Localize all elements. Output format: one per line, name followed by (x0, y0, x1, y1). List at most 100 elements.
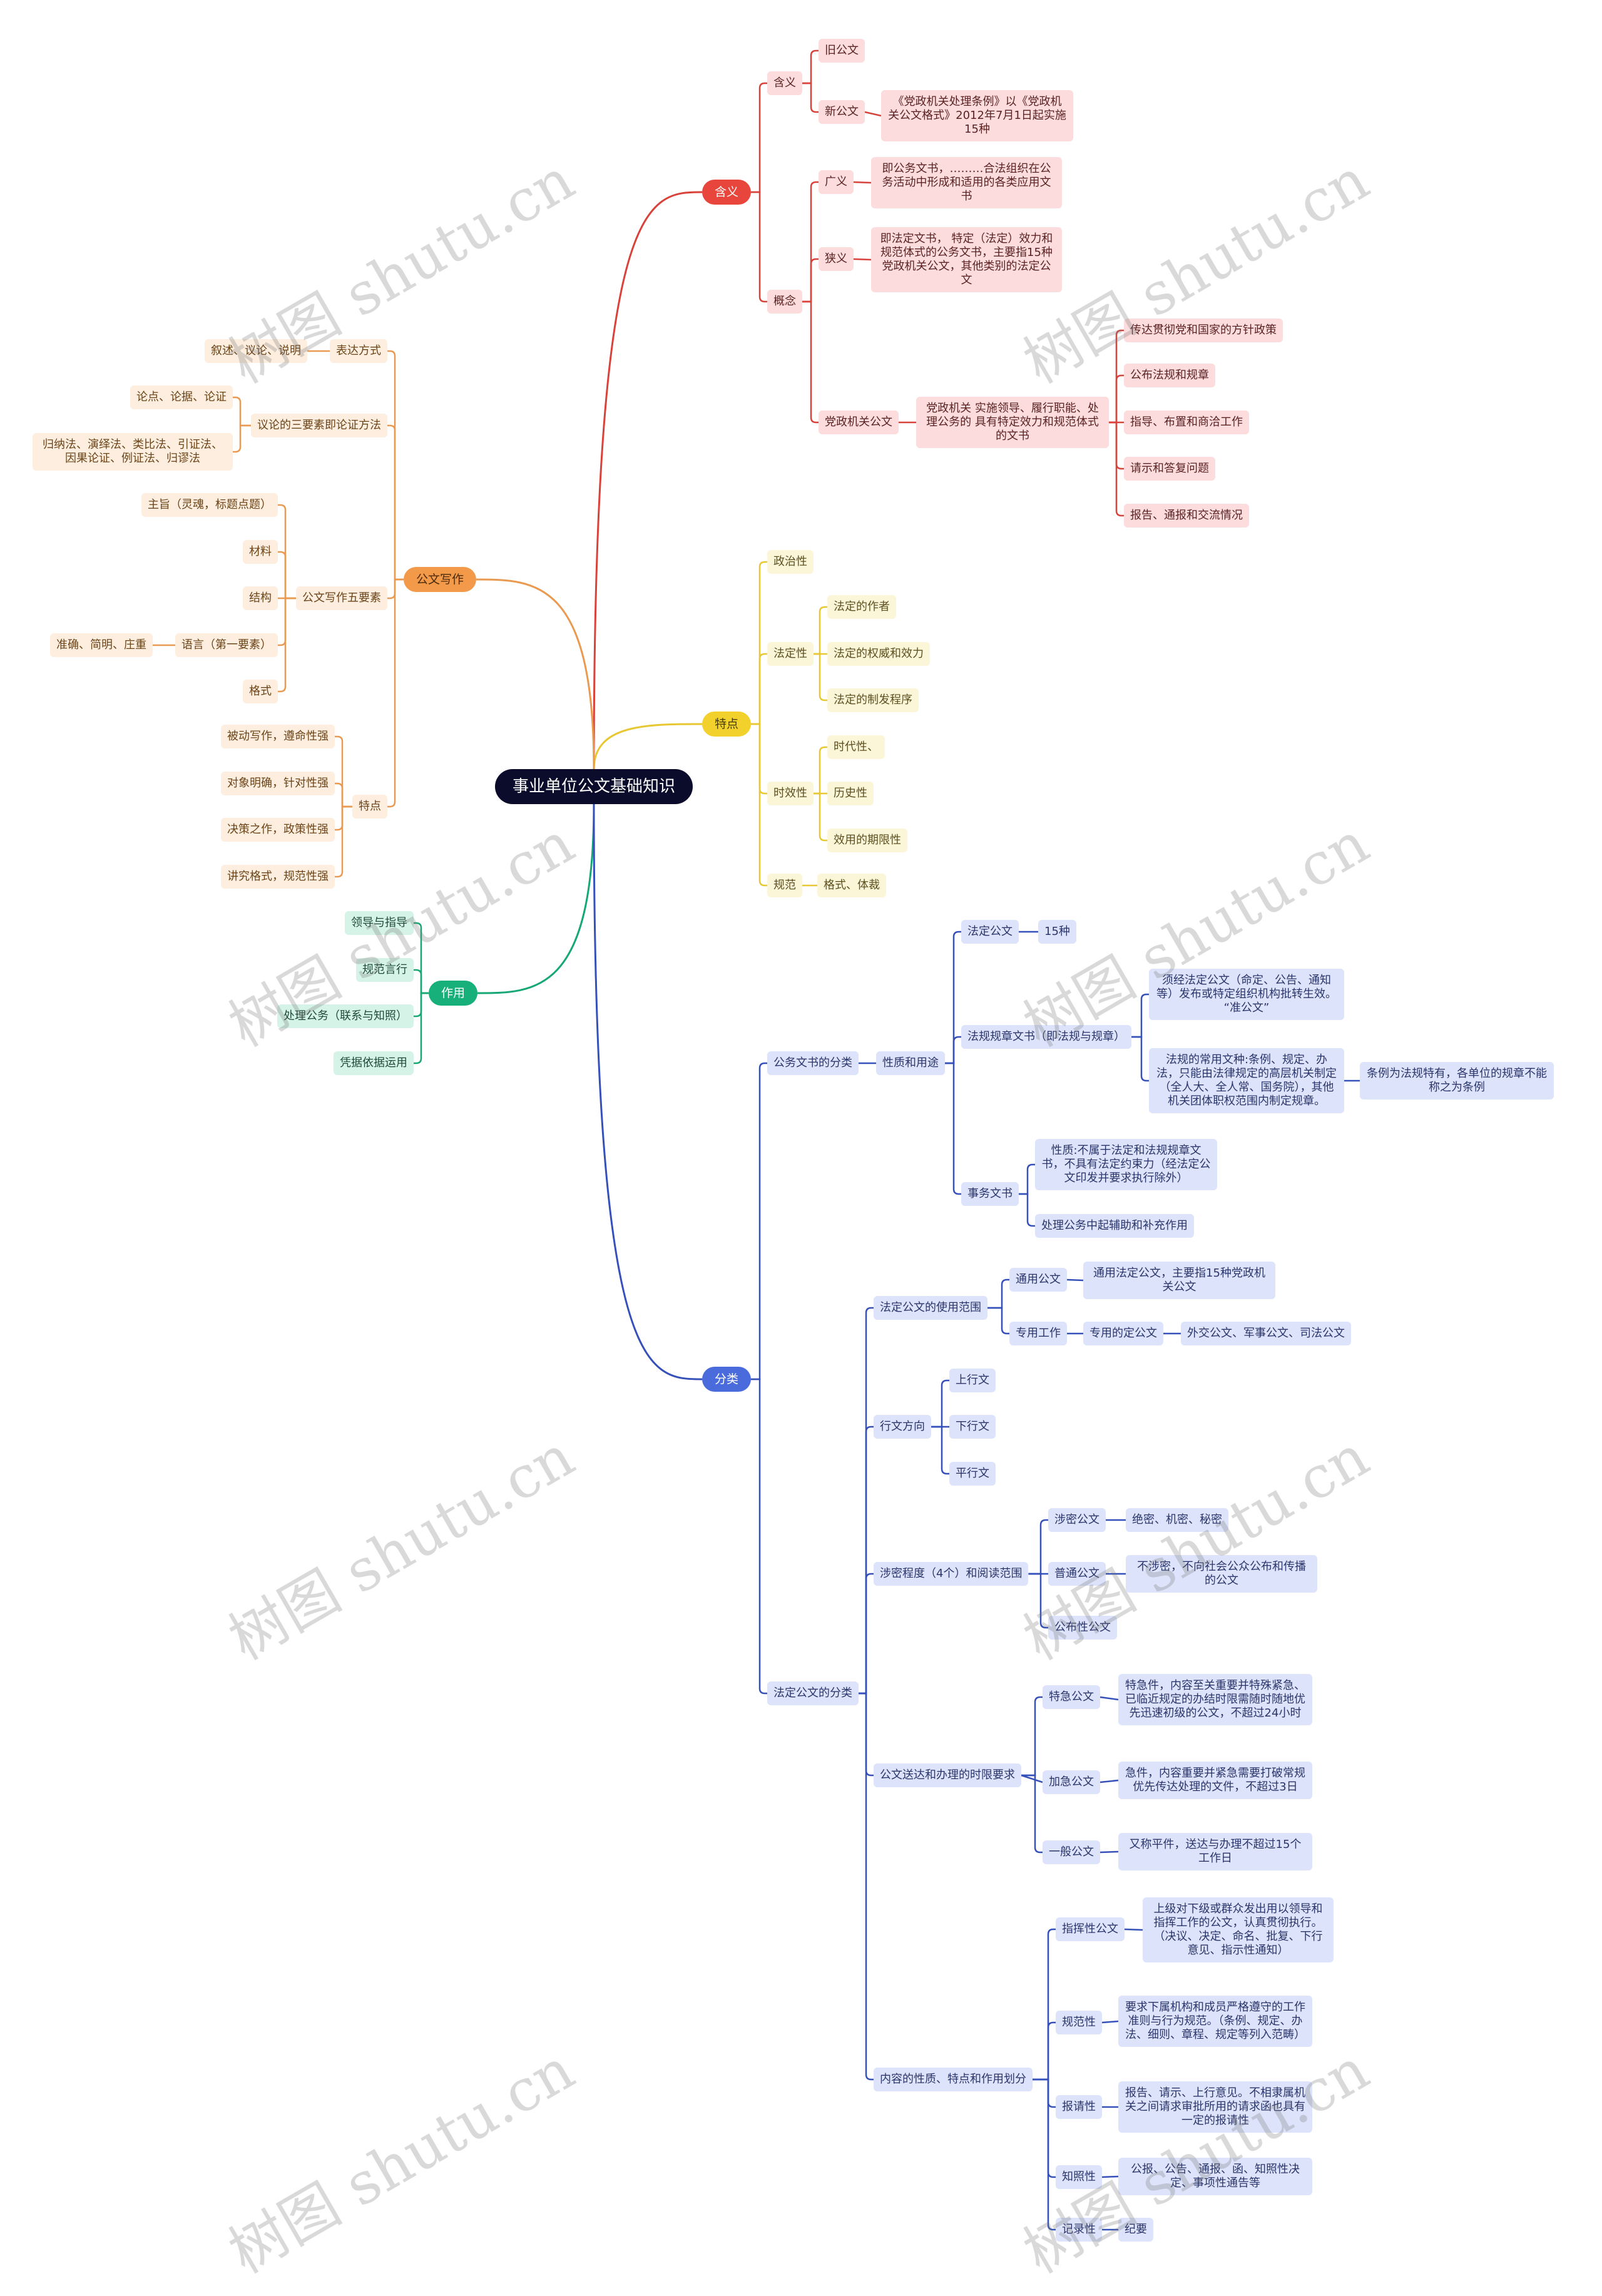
node-element[interactable]: 格式 (243, 680, 278, 703)
node-15-types[interactable]: 15种 (1038, 920, 1076, 944)
node-political[interactable]: 政治性 (767, 550, 814, 574)
node-argument-methods[interactable]: 归纳法、演绎法、类比法、引证法、因果论证、例证法、归谬法 (33, 433, 233, 471)
node-broad-sense[interactable]: 广义 (819, 170, 854, 194)
node-normal-document[interactable]: 普通公文 (1048, 1562, 1106, 1586)
node-urgent-extra-desc[interactable]: 特急件，内容至关重要并特殊紧急、已临近规定的办结时限需随时随地优先迅速初级的公文… (1118, 1674, 1312, 1725)
node-regulation-desc[interactable]: 须经法定公文（命定、公告、通知等）发布或特定组织机构批转生效。 “准公文” (1149, 969, 1344, 1020)
node-party-documents-desc[interactable]: 党政机关 实施领导、履行职能、处理公务的 具有特定效力和规范体式的文书 (916, 397, 1109, 448)
node-general-desc[interactable]: 通用法定公文，主要指15种党政机关公文 (1083, 1262, 1275, 1299)
node-public-document[interactable]: 公布性公文 (1048, 1616, 1117, 1640)
node-function[interactable]: 传达贯彻党和国家的方针政策 (1124, 319, 1283, 342)
node-content-division[interactable]: 内容的性质、特点和作用划分 (874, 2068, 1033, 2091)
node-function[interactable]: 报告、通报和交流情况 (1124, 504, 1249, 528)
node-secrecy[interactable]: 涉密程度（4个）和阅读范围 (874, 1562, 1029, 1586)
node-expression[interactable]: 表达方式 (330, 339, 387, 363)
node-element[interactable]: 材料 (243, 540, 278, 564)
node-regulation-note[interactable]: 条例为法规特有，各单位的规章不能称之为条例 (1360, 1062, 1554, 1100)
node-normal-priority[interactable]: 一般公文 (1043, 1840, 1100, 1864)
node-role-item[interactable]: 领导与指导 (345, 911, 414, 935)
node-old-document[interactable]: 旧公文 (819, 39, 865, 63)
node-legal-item[interactable]: 法定的制发程序 (827, 688, 919, 712)
node-element[interactable]: 结构 (243, 586, 278, 610)
node-regulation-types[interactable]: 法规的常用文种:条例、规定、办法，只能由法律规定的高层机关制定（全人大、全人常、… (1149, 1048, 1344, 1113)
node-narrow-sense[interactable]: 狭义 (819, 247, 854, 271)
node-function[interactable]: 指导、布置和商洽工作 (1124, 411, 1249, 434)
node-function[interactable]: 请示和答复问题 (1124, 457, 1215, 481)
branch-features[interactable]: 特点 (702, 712, 752, 737)
node-timeliness[interactable]: 时效性 (767, 782, 814, 805)
node-concept[interactable]: 概念 (767, 290, 802, 314)
node-legal[interactable]: 法定性 (767, 642, 814, 666)
node-normal-desc[interactable]: 不涉密，不向社会公众公布和传播的公文 (1126, 1555, 1317, 1593)
node-urgent-extra[interactable]: 特急公文 (1043, 1685, 1100, 1709)
node-affairs-nature[interactable]: 性质:不属于法定和法规规章文书，不具有法定约束力（经法定公文印发并要求执行除外） (1035, 1139, 1217, 1190)
branch-meaning[interactable]: 含义 (702, 180, 752, 205)
node-urgent[interactable]: 加急公文 (1043, 1770, 1100, 1794)
node-notice-desc[interactable]: 公报、公告、通报、函、知照性决定、事项性通告等 (1118, 2158, 1312, 2195)
node-legal-item[interactable]: 法定的权威和效力 (827, 642, 930, 666)
node-direction-item[interactable]: 上行文 (949, 1369, 996, 1392)
node-official-classification[interactable]: 公务文书的分类 (767, 1051, 859, 1075)
node-normative[interactable]: 规范性 (1056, 2011, 1102, 2034)
node-record-desc[interactable]: 纪要 (1118, 2218, 1153, 2242)
node-direction-item[interactable]: 平行文 (949, 1462, 996, 1486)
node-trait[interactable]: 被动写作，遵命性强 (221, 725, 335, 748)
node-regulation-document[interactable]: 法规规章文书（即法规与规章） (961, 1025, 1131, 1049)
node-report[interactable]: 报请性 (1056, 2095, 1102, 2119)
node-five-elements[interactable]: 公文写作五要素 (296, 586, 387, 610)
node-nature-use[interactable]: 性质和用途 (876, 1051, 945, 1075)
node-normative-desc[interactable]: 要求下属机构和成员严格遵守的工作准则与行为规范。（条例、规定、办法、细则、章程、… (1118, 1996, 1312, 2047)
node-new-document[interactable]: 新公文 (819, 100, 865, 124)
node-urgent-desc[interactable]: 急件，内容重要并紧急需要打破常规优先传达处理的文件，不超过3日 (1118, 1762, 1312, 1799)
node-argument-item[interactable]: 论点、论据、论证 (130, 385, 233, 409)
node-trait[interactable]: 对象明确，针对性强 (221, 772, 335, 795)
node-norm-item[interactable]: 格式、体裁 (817, 874, 886, 897)
node-role-item[interactable]: 凭据依据运用 (334, 1051, 414, 1075)
node-secret-document[interactable]: 涉密公文 (1048, 1508, 1106, 1532)
node-special-desc[interactable]: 外交公文、军事公文、司法公文 (1181, 1322, 1351, 1345)
node-affairs-document[interactable]: 事务文书 (961, 1182, 1019, 1206)
node-statutory-classification[interactable]: 法定公文的分类 (767, 1681, 859, 1705)
node-norm[interactable]: 规范 (767, 874, 802, 897)
node-trait[interactable]: 决策之作，政策性强 (221, 818, 335, 842)
node-report-desc[interactable]: 报告、请示、上行意见。不相隶属机关之间请求审批所用的请求函也具有一定的报请性 (1118, 2081, 1312, 2133)
node-trait[interactable]: 讲究格式，规范性强 (221, 865, 335, 889)
node-usage-scope[interactable]: 法定公文的使用范围 (874, 1296, 987, 1320)
node-expression-item[interactable]: 叙述、议论、说明 (205, 339, 307, 363)
node-new-document-desc[interactable]: 《党政机关处理条例》以《党政机关公文格式》2012年7月1日起实施15种 (881, 90, 1073, 141)
node-notice[interactable]: 知照性 (1056, 2165, 1102, 2189)
node-command-desc[interactable]: 上级对下级或群众发出用以领导和指挥工作的公文，认真贯彻执行。（决议、决定、命名、… (1143, 1897, 1334, 1962)
node-special-document[interactable]: 专用的定公文 (1083, 1322, 1163, 1345)
node-direction[interactable]: 行文方向 (874, 1415, 931, 1439)
root-topic[interactable]: 事业单位公文基础知识 (495, 769, 693, 804)
node-narrow-sense-desc[interactable]: 即法定文书， 特定（法定）效力和规范体式的公务文书，主要指15种党政机关公文，其… (871, 227, 1062, 292)
node-role-item[interactable]: 规范言行 (356, 958, 414, 982)
node-argument[interactable]: 议论的三要素即论证方法 (251, 414, 387, 437)
node-deadline[interactable]: 公文送达和办理的时限要求 (874, 1763, 1021, 1787)
node-special-work[interactable]: 专用工作 (1009, 1322, 1067, 1345)
node-general-document[interactable]: 通用公文 (1009, 1268, 1067, 1292)
node-function[interactable]: 公布法规和规章 (1124, 364, 1215, 387)
branch-classification[interactable]: 分类 (702, 1367, 752, 1392)
node-meaning-sub[interactable]: 含义 (767, 71, 802, 95)
node-affairs-role[interactable]: 处理公务中起辅助和补充作用 (1035, 1214, 1194, 1238)
node-normal-priority-desc[interactable]: 又称平件，送达与办理不超过15个工作日 (1118, 1833, 1312, 1870)
node-writing-traits[interactable]: 特点 (352, 795, 387, 819)
node-broad-sense-desc[interactable]: 即公务文书，………合法组织在公务活动中形成和适用的各类应用文书 (871, 157, 1062, 208)
node-element-language[interactable]: 语言（第一要素） (175, 633, 278, 657)
node-secret-desc[interactable]: 绝密、机密、秘密 (1126, 1508, 1228, 1532)
node-direction-item[interactable]: 下行文 (949, 1415, 996, 1439)
node-timeliness-item[interactable]: 时代性、 (827, 735, 885, 759)
node-legal-item[interactable]: 法定的作者 (827, 595, 896, 619)
branch-writing[interactable]: 公文写作 (403, 567, 476, 592)
node-party-documents[interactable]: 党政机关公文 (819, 411, 899, 434)
node-record[interactable]: 记录性 (1056, 2218, 1102, 2242)
node-language-detail[interactable]: 准确、简明、庄重 (50, 633, 153, 657)
node-timeliness-item[interactable]: 效用的期限性 (827, 829, 907, 852)
node-role-item[interactable]: 处理公务（联系与知照） (277, 1004, 414, 1028)
branch-role[interactable]: 作用 (428, 981, 477, 1006)
node-statutory-document[interactable]: 法定公文 (961, 920, 1019, 944)
node-command[interactable]: 指挥性公文 (1056, 1917, 1125, 1941)
node-timeliness-item[interactable]: 历史性 (827, 782, 874, 805)
node-element[interactable]: 主旨（灵魂，标题点题） (141, 493, 278, 517)
